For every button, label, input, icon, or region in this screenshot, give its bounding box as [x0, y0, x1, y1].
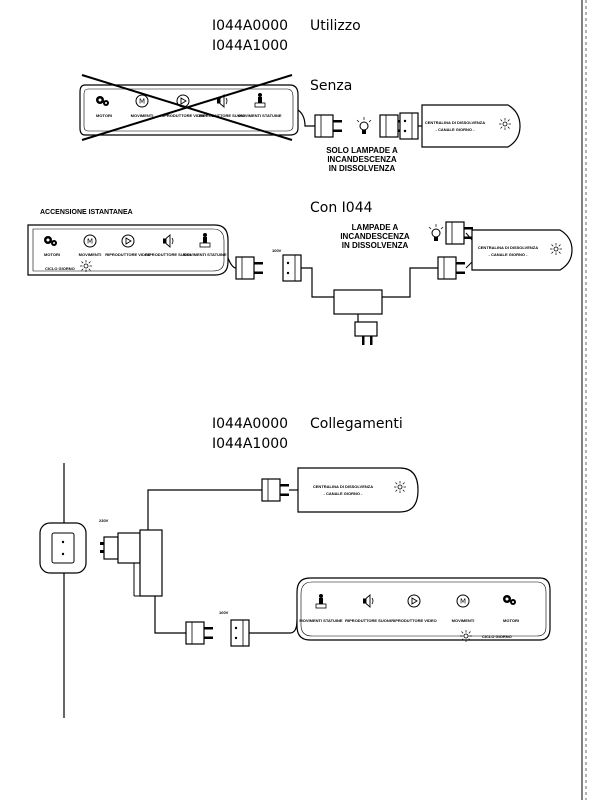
- bottom-cycle-sun-icon: [459, 629, 473, 643]
- bottom-product-code-1: I044A0000: [212, 416, 288, 432]
- con-adapter-out-plug: [437, 256, 466, 280]
- con-adapter-socket: [282, 254, 302, 282]
- bottom-title: Collegamenti: [310, 416, 403, 432]
- senza-note-line2: INCANDESCENZA: [327, 155, 397, 164]
- bottom-device-label: RIPRODUTTORE SUONI: [345, 618, 391, 623]
- wall-outlet: [39, 522, 87, 574]
- top-product-code-1: I044A0000: [212, 18, 288, 34]
- con-cycle-sun-icon: [79, 259, 93, 273]
- bottom-adapter-plug: [185, 621, 214, 645]
- senza-note-line1: SOLO LAMPADE A: [326, 146, 398, 155]
- senza-device-label: MOVIMENTI STATUINE: [238, 113, 282, 118]
- senza-device-label: RIPRODUTTORE VIDEO: [160, 113, 206, 118]
- senza-device-label: RIPRODUTTORE SUONI: [199, 113, 245, 118]
- senza-label: Senza: [310, 78, 352, 94]
- bottom-movements-icon: [456, 594, 470, 608]
- con-device-label: MOVIMENTI STATUINE: [183, 252, 227, 257]
- con-lamp-plug: [445, 221, 474, 245]
- bottom-central-line1: CENTRALINA DI DISSOLVENZA: [313, 484, 373, 489]
- senza-central-line2: - CANALE GIORNO -: [436, 127, 476, 132]
- bottom-central-unit: CENTRALINA DI DISSOLVENZA - CANALE GIORN…: [297, 467, 419, 513]
- bottom-product-code-2: I044A1000: [212, 436, 288, 452]
- senza-cross-line-2: [81, 74, 293, 141]
- con-label: Con I044: [310, 200, 373, 216]
- senza-central-sun-icon: [498, 117, 512, 131]
- con-cycle-label: CICLO GIORNO: [45, 266, 75, 271]
- con-movements-icon: [83, 234, 97, 248]
- con-panel-plug: [235, 256, 264, 280]
- bottom-cycle-label: CICLO GIORNO: [482, 634, 512, 639]
- senza-central-line1: CENTRALINA DI DISSOLVENZA: [425, 120, 485, 125]
- senza-central-unit: CENTRALINA DI DISSOLVENZA - CANALE GIORN…: [421, 104, 521, 148]
- bottom-central-plug: [261, 478, 290, 502]
- senza-lamp-icon: [356, 116, 372, 135]
- con-central-sun-icon: [549, 242, 563, 256]
- con-central-line2: - CANALE GIORNO -: [489, 252, 529, 257]
- bottom-device-socket: [230, 619, 250, 647]
- top-title: Utilizzo: [310, 18, 361, 34]
- con-device-label: MOVIMENTI: [79, 252, 102, 257]
- bottom-video-icon: [407, 594, 421, 608]
- bottom-device-label: RIPRODUTTORE VIDEO: [391, 618, 437, 623]
- senza-central-socket: [399, 112, 419, 140]
- top-product-code-2: I044A1000: [212, 38, 288, 54]
- bottom-voltage-out-label: 100V: [219, 610, 229, 615]
- main-transformer: [100, 529, 163, 597]
- bottom-device-panel: MOVIMENTI STATUINE RIPRODUTTORE SUONI RI…: [296, 577, 551, 643]
- senza-device-label: MOVIMENTI: [131, 113, 154, 118]
- bottom-voltage-in-label: 230V: [99, 518, 109, 523]
- con-video-icon: [121, 234, 135, 248]
- con-device-label: MOTORI: [44, 252, 60, 257]
- bottom-central-line2: - CANALE GIORNO -: [324, 491, 364, 496]
- instant-on-label: ACCENSIONE ISTANTANEA: [40, 209, 133, 216]
- con-device-label: RIPRODUTTORE SUONI: [145, 252, 191, 257]
- bottom-central-sun-icon: [393, 480, 407, 494]
- con-lamp-note-line3: IN DISSOLVENZA: [342, 241, 409, 250]
- senza-movements-icon: [135, 94, 149, 108]
- senza-device-panel: MOTORI MOVIMENTI RIPRODUTTORE VIDEO RIPR…: [79, 74, 299, 141]
- bottom-device-label: MOVIMENTI STATUINE: [299, 618, 343, 623]
- con-lamp-note-line1: LAMPADE A: [352, 223, 399, 232]
- con-lamp-icon: [428, 223, 444, 242]
- senza-device-label: MOTORI: [96, 113, 112, 118]
- con-lamp-note-line2: INCANDESCENZA: [340, 232, 410, 241]
- con-device-label: RIPRODUTTORE VIDEO: [105, 252, 151, 257]
- con-device-panel: MOTORI MOVIMENTI RIPRODUTTORE VIDEO RIPR…: [27, 224, 229, 276]
- con-voltage-label: 100V: [272, 248, 282, 253]
- senza-note-line3: IN DISSOLVENZA: [329, 164, 396, 173]
- bottom-device-label: MOVIMENTI: [452, 618, 475, 623]
- con-central-unit: CENTRALINA DI DISSOLVENZA - CANALE GIORN…: [471, 229, 573, 271]
- con-central-line1: CENTRALINA DI DISSOLVENZA: [478, 245, 538, 250]
- bottom-device-label: MOTORI: [503, 618, 519, 623]
- senza-plug: [314, 114, 343, 138]
- adapter-transformer: [333, 289, 383, 345]
